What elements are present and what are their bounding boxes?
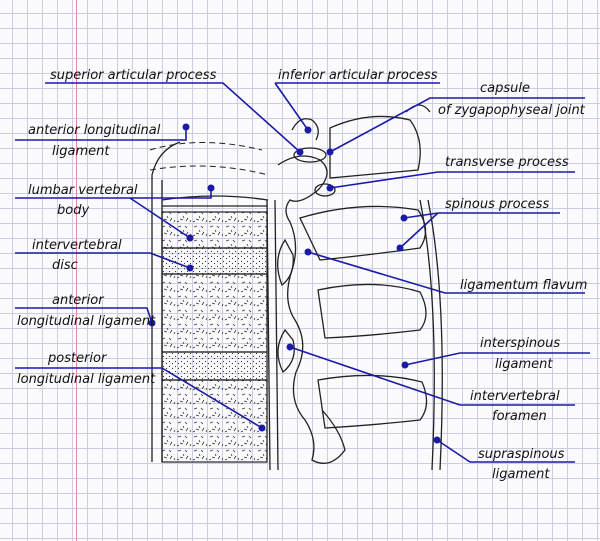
label-ligamentum-flavum: ligamentum flavum <box>460 278 587 293</box>
label-spinous-process: spinous process <box>445 197 549 212</box>
spinous-processes <box>299 199 443 471</box>
label-transverse-process: transverse process <box>445 155 569 170</box>
label-interspinous-ligament-line2: ligament <box>495 357 553 372</box>
label-intervertebral-foramen-line1: intervertebral <box>470 389 560 404</box>
label-anterior-longitudinal-ligament-mid-line1: anterior <box>52 293 105 308</box>
label-posterior-longitudinal-ligament-line2: longitudinal ligament <box>17 372 156 387</box>
label-supraspinous-ligament-line2: ligament <box>492 467 550 482</box>
vertebral-bodies <box>161 195 269 463</box>
neural-arch-outline <box>277 118 346 464</box>
posterior-ligament-column <box>266 199 279 471</box>
label-capsule-line2: of zygapophyseal joint <box>438 103 586 118</box>
leader-lines <box>15 82 590 463</box>
facet-and-transverse <box>329 104 431 179</box>
label-capsule-line1: capsule <box>480 81 530 96</box>
label-inferior-articular-process: inferior articular process <box>278 68 438 83</box>
label-lumbar-vertebral-body-line2: body <box>57 203 89 218</box>
label-intervertebral-disc-line2: disc <box>52 258 78 273</box>
label-posterior-longitudinal-ligament-line1: posterior <box>47 351 108 366</box>
label-supraspinous-ligament-line1: supraspinous <box>478 447 565 462</box>
label-intervertebral-disc-line1: intervertebral <box>32 238 122 253</box>
label-anterior-longitudinal-ligament-top-line1: anterior longitudinal <box>28 123 161 138</box>
label-anterior-longitudinal-ligament-top-line2: ligament <box>52 144 110 159</box>
labels: superior articular process inferior arti… <box>17 68 587 482</box>
label-intervertebral-foramen-line2: foramen <box>492 409 547 424</box>
label-interspinous-ligament-line1: interspinous <box>480 336 560 351</box>
label-lumbar-vertebral-body-line1: lumbar vertebral <box>28 183 138 198</box>
margin-line <box>76 0 77 541</box>
intervertebral-discs <box>161 247 268 381</box>
label-superior-articular-process: superior articular process <box>50 68 217 83</box>
label-anterior-longitudinal-ligament-mid-line2: longitudinal ligament <box>17 314 156 329</box>
